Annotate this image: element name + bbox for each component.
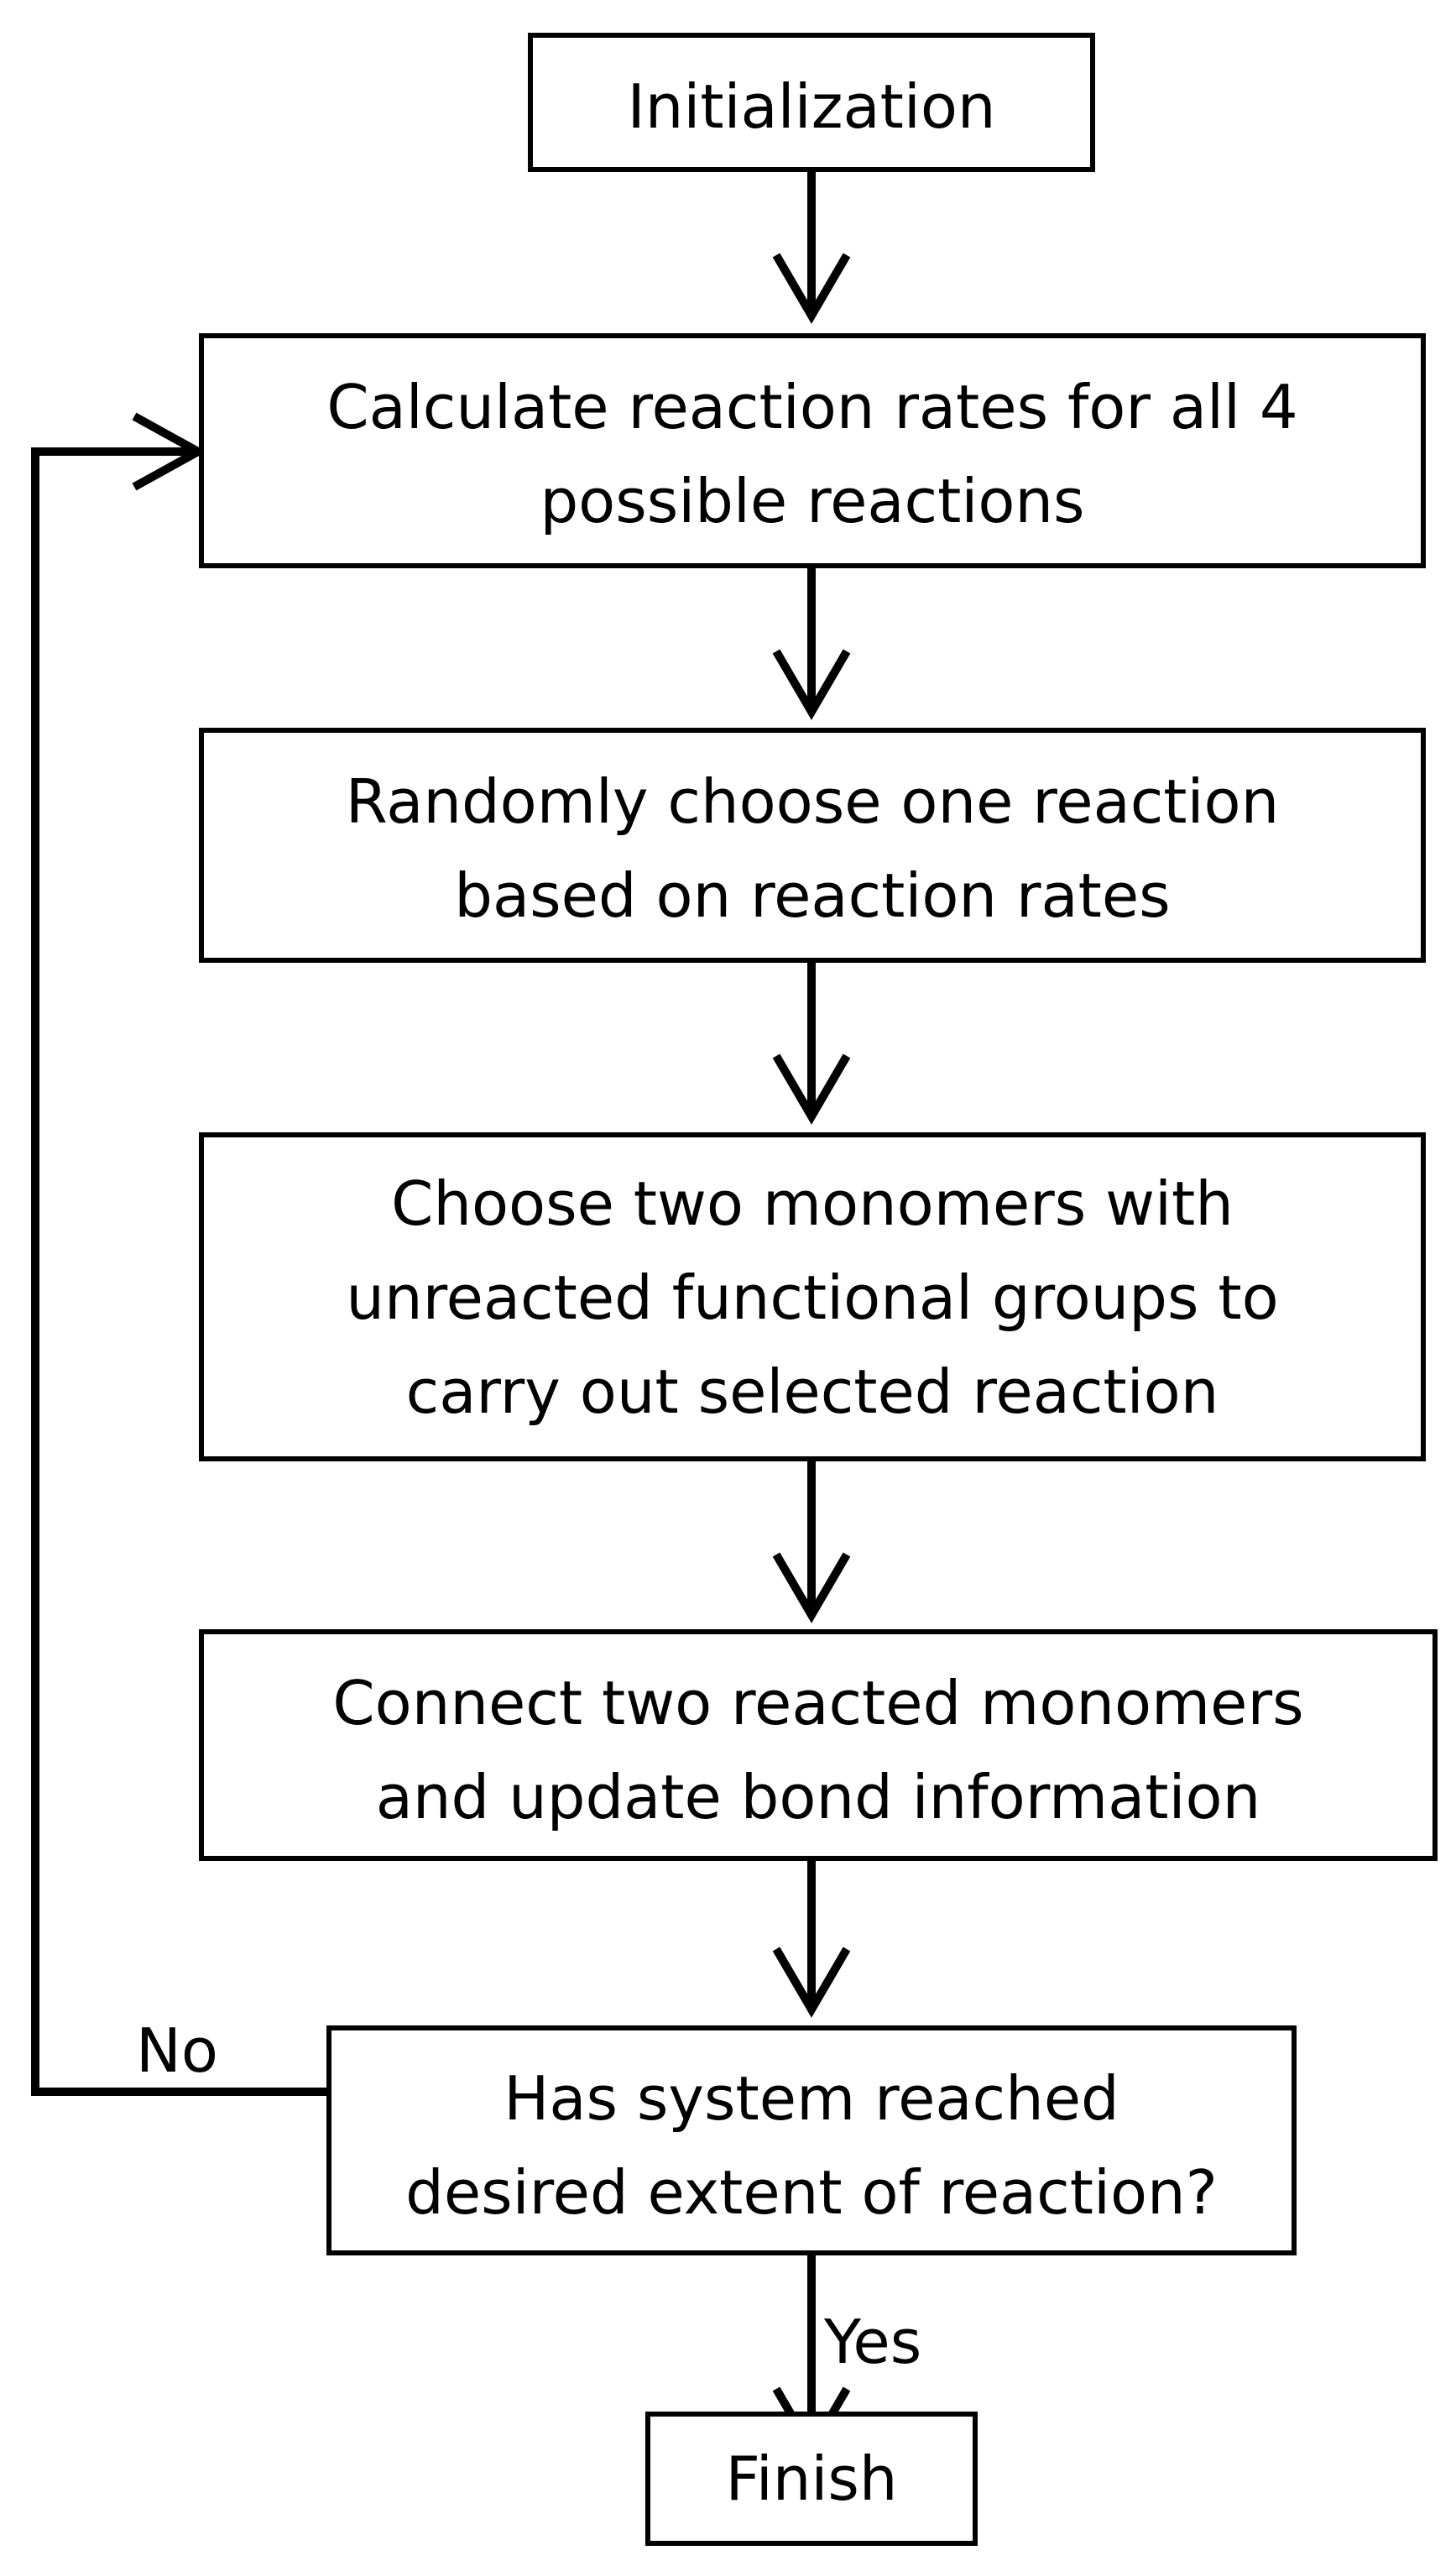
edge-choose-reaction-to-choose-monomers-arrowhead	[772, 1053, 851, 1125]
node-choose-reaction-line-2: based on reaction rates	[454, 860, 1170, 931]
edges	[31, 170, 851, 2458]
node-choose-reaction: Randomly choose one reaction based on re…	[199, 728, 1426, 963]
edge-connect-to-decision-arrowhead	[772, 1947, 851, 2018]
node-choose-monomers-line-2: unreacted functional groups to	[346, 1262, 1278, 1333]
node-calculate-rates-line-1: Calculate reaction rates for all 4	[326, 372, 1297, 442]
node-connect-monomers-line-2: and update bond information	[376, 1762, 1260, 1832]
node-connect-monomers-line-1: Connect two reacted monomers	[332, 1668, 1303, 1738]
node-decision: Has system reached desired extent of rea…	[326, 2025, 1297, 2255]
edge-decision-to-calc-loop	[31, 447, 329, 2096]
node-decision-box	[326, 2025, 1297, 2255]
node-choose-monomers-box	[199, 1132, 1426, 1461]
node-initialization-line-1: Initialization	[627, 71, 995, 142]
node-initialization: Initialization	[528, 33, 1095, 172]
edge-calc-to-choose-reaction-arrowhead	[772, 649, 851, 720]
node-choose-monomers: Choose two monomers with unreacted funct…	[199, 1132, 1426, 1461]
edge-choose-monomers-to-connect-arrowhead	[772, 1552, 851, 1623]
node-calculate-rates-box	[199, 333, 1426, 568]
node-choose-reaction-box	[199, 728, 1426, 963]
node-connect-monomers: Connect two reacted monomers and update …	[199, 1629, 1438, 1861]
node-choose-reaction-line-1: Randomly choose one reaction	[346, 766, 1279, 837]
node-choose-monomers-line-1: Choose two monomers with	[391, 1168, 1234, 1239]
node-decision-line-1: Has system reached	[504, 2063, 1119, 2134]
edge-init-to-calc-arrowhead	[772, 253, 851, 324]
node-connect-monomers-box	[199, 1629, 1438, 1861]
node-finish: Finish	[645, 2412, 978, 2546]
edge-label-yes: Yes	[823, 2307, 921, 2377]
node-choose-monomers-line-3: carry out selected reaction	[406, 1356, 1219, 1427]
node-calculate-rates: Calculate reaction rates for all 4 possi…	[199, 333, 1426, 568]
edge-label-no: No	[136, 2015, 218, 2086]
node-decision-line-2: desired extent of reaction?	[405, 2157, 1218, 2228]
node-initialization-box	[528, 33, 1095, 172]
node-finish-line-1: Finish	[726, 2443, 898, 2514]
node-finish-box	[645, 2412, 978, 2546]
edge-decision-to-calc-loop-arrowhead	[132, 412, 207, 491]
node-calculate-rates-line-2: possible reactions	[540, 466, 1084, 536]
